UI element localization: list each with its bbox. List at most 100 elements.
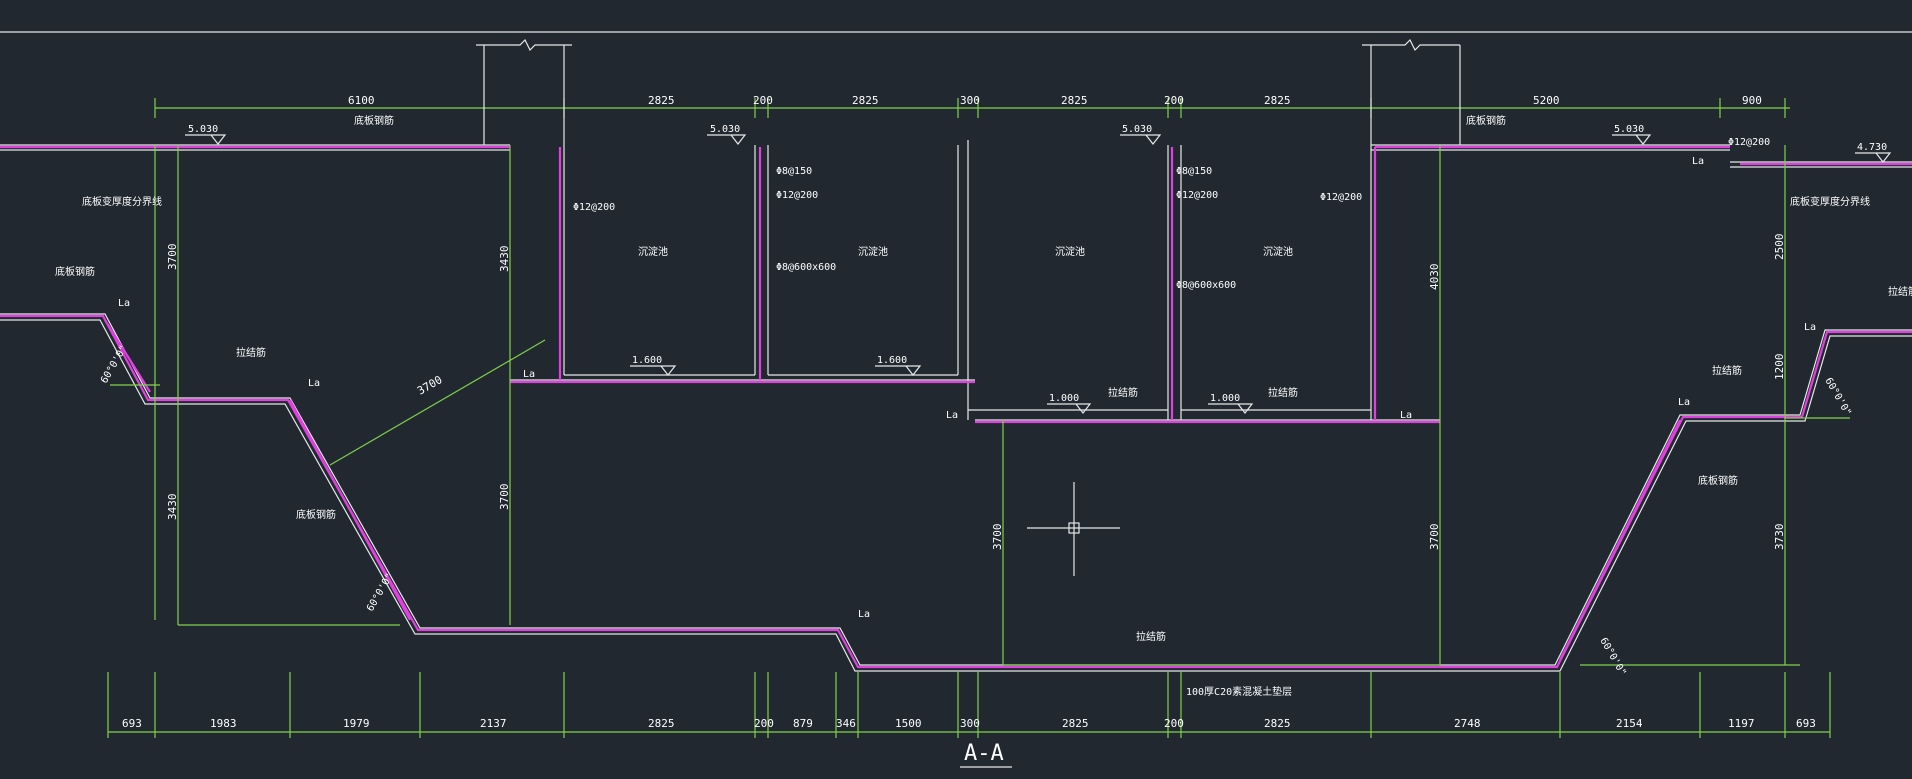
note-wall-rebar-left: 底板钢筋	[55, 265, 95, 278]
bottom-dim-17: 693	[1796, 717, 1816, 730]
bottom-dim-3: 1979	[343, 717, 370, 730]
room-4: 沉淀池	[1263, 245, 1293, 258]
bottom-dim-1: 693	[122, 717, 142, 730]
vdim-right-wall: 4030	[1428, 264, 1441, 291]
vertical-dimension-text: 3700 3430 3430 3700 3700 4030 3700 2500 …	[166, 234, 1786, 551]
top-dim-3: 200	[753, 94, 773, 107]
top-dim-5: 300	[960, 94, 980, 107]
rebar-label-8: Φ12@200	[1320, 192, 1362, 203]
bottom-dim-5: 2825	[648, 717, 675, 730]
vertical-dimension-lines	[110, 145, 1850, 666]
vdim-center: 3700	[991, 524, 1004, 551]
bottom-dim-2: 1983	[210, 717, 237, 730]
angle-1: 60°0'0"	[99, 343, 130, 385]
angle-labels: 60°0'0" 60°0'0" 60°0'0" 60°0'0"	[99, 343, 1853, 678]
top-dim-9: 5200	[1533, 94, 1560, 107]
elev-far-right: 4.730	[1857, 142, 1887, 153]
bottom-dim-8: 346	[836, 717, 856, 730]
room-3: 沉淀池	[1055, 245, 1085, 258]
rebar-labels: Φ12@200 Φ8@150 Φ12@200 Φ8@600x600 Φ8@150…	[573, 137, 1770, 291]
rebar-label-7: Φ8@600x600	[1176, 280, 1236, 291]
vdim-left-wall: 3430	[498, 246, 511, 273]
bottom-dim-9: 1500	[895, 717, 922, 730]
break-line-symbols	[476, 38, 1461, 145]
elevation-markers: 5.030 5.030 5.030 5.030 4.730 1.600 1.60…	[185, 124, 1892, 414]
note-cushion: 100厚C20素混凝土垫层	[1186, 685, 1292, 698]
bottom-dim-6: 200	[754, 717, 774, 730]
note-left-thickness: 底板变厚度分界线	[82, 195, 162, 208]
bottom-dim-15: 2154	[1616, 717, 1643, 730]
rebar-label-6: Φ12@200	[1176, 190, 1218, 201]
vdim-left-bottom: 3430	[166, 494, 179, 521]
vdim-right-center: 3700	[1428, 524, 1441, 551]
rebar-label-5: Φ8@150	[1176, 166, 1212, 177]
structure-outline	[0, 140, 1912, 672]
la-8: La	[1804, 322, 1816, 333]
elev-tank-2: 1.600	[877, 355, 907, 366]
anchor-labels: La La La La La La La La La	[118, 156, 1816, 620]
elev-tank-3: 1.000	[1049, 393, 1079, 404]
room-labels: 沉淀池 沉淀池 沉淀池 沉淀池	[638, 245, 1293, 258]
vdim-left-top: 3700	[166, 244, 179, 271]
vdim-center-left: 3700	[498, 484, 511, 511]
room-2: 沉淀池	[858, 245, 888, 258]
notes: 底板变厚度分界线 底板变厚度分界线 底板钢筋 底板钢筋 底板钢筋 底板钢筋 底板…	[55, 114, 1912, 698]
note-tie-2: 拉结筋	[1108, 386, 1138, 399]
room-1: 沉淀池	[638, 245, 668, 258]
angle-3: 60°0'0"	[1597, 636, 1628, 678]
top-dim-7: 200	[1164, 94, 1184, 107]
cad-crosshair-cursor[interactable]	[1027, 482, 1120, 576]
la-2: La	[308, 378, 320, 389]
note-tie-1: 拉结筋	[236, 346, 266, 359]
top-dim-4: 2825	[852, 94, 879, 107]
elev-tank-1: 1.600	[632, 355, 662, 366]
section-title-text: A-A	[964, 741, 1004, 766]
la-9: La	[1692, 156, 1704, 167]
elev-right-top: 5.030	[1614, 124, 1644, 135]
rebar-lines	[0, 145, 1912, 669]
inclined-dim: 3700	[415, 373, 444, 398]
angle-4: 60°0'0"	[1822, 376, 1853, 418]
bottom-dim-11: 2825	[1062, 717, 1089, 730]
rebar-label-4: Φ8@600x600	[776, 262, 836, 273]
bottom-dim-4: 2137	[480, 717, 507, 730]
la-5: La	[946, 410, 958, 421]
bottom-dim-12: 200	[1164, 717, 1184, 730]
vdim-right-mid: 1200	[1773, 354, 1786, 381]
vdim-right-bottom: 3730	[1773, 524, 1786, 551]
elev-tank-4: 1.000	[1210, 393, 1240, 404]
note-right-thickness: 底板变厚度分界线	[1790, 195, 1870, 208]
rebar-label-2: Φ8@150	[776, 166, 812, 177]
note-wall-rebar-right: 底板钢筋	[1698, 474, 1738, 487]
note-tie-4: 拉结筋	[1712, 364, 1742, 377]
bottom-dim-10: 300	[960, 717, 980, 730]
bottom-dimension-chain: 693 1983 1979 2137 2825 200 879 346 1500…	[107, 672, 1831, 738]
note-slab-rebar-right: 底板钢筋	[1466, 114, 1506, 127]
top-dim-10: 900	[1742, 94, 1762, 107]
note-tie-6: 拉结筋	[1136, 630, 1166, 643]
note-tie-3: 拉结筋	[1268, 386, 1298, 399]
la-3: La	[523, 369, 535, 380]
rebar-label-3: Φ12@200	[776, 190, 818, 201]
top-dim-1: 6100	[348, 94, 375, 107]
section-title: A-A	[960, 741, 1012, 768]
la-6: La	[1400, 410, 1412, 421]
bottom-dim-13: 2825	[1264, 717, 1291, 730]
rebar-label-9: Φ12@200	[1728, 137, 1770, 148]
la-4: La	[858, 609, 870, 620]
la-1: La	[118, 298, 130, 309]
top-dimension-chain: 6100 2825 200 2825 300 2825 200 2825 520…	[154, 94, 1790, 118]
top-dim-8: 2825	[1264, 94, 1291, 107]
vdim-right-top: 2500	[1773, 234, 1786, 261]
bottom-dim-7: 879	[793, 717, 813, 730]
elev-center-left: 5.030	[710, 124, 740, 135]
note-wall-rebar-slope: 底板钢筋	[296, 508, 336, 521]
note-slab-rebar-left: 底板钢筋	[354, 114, 394, 127]
elev-center-right: 5.030	[1122, 124, 1152, 135]
top-dim-6: 2825	[1061, 94, 1088, 107]
note-tie-5: 拉结筋	[1888, 285, 1912, 298]
la-7: La	[1678, 397, 1690, 408]
rebar-label-1: Φ12@200	[573, 202, 615, 213]
bottom-dim-16: 1197	[1728, 717, 1755, 730]
